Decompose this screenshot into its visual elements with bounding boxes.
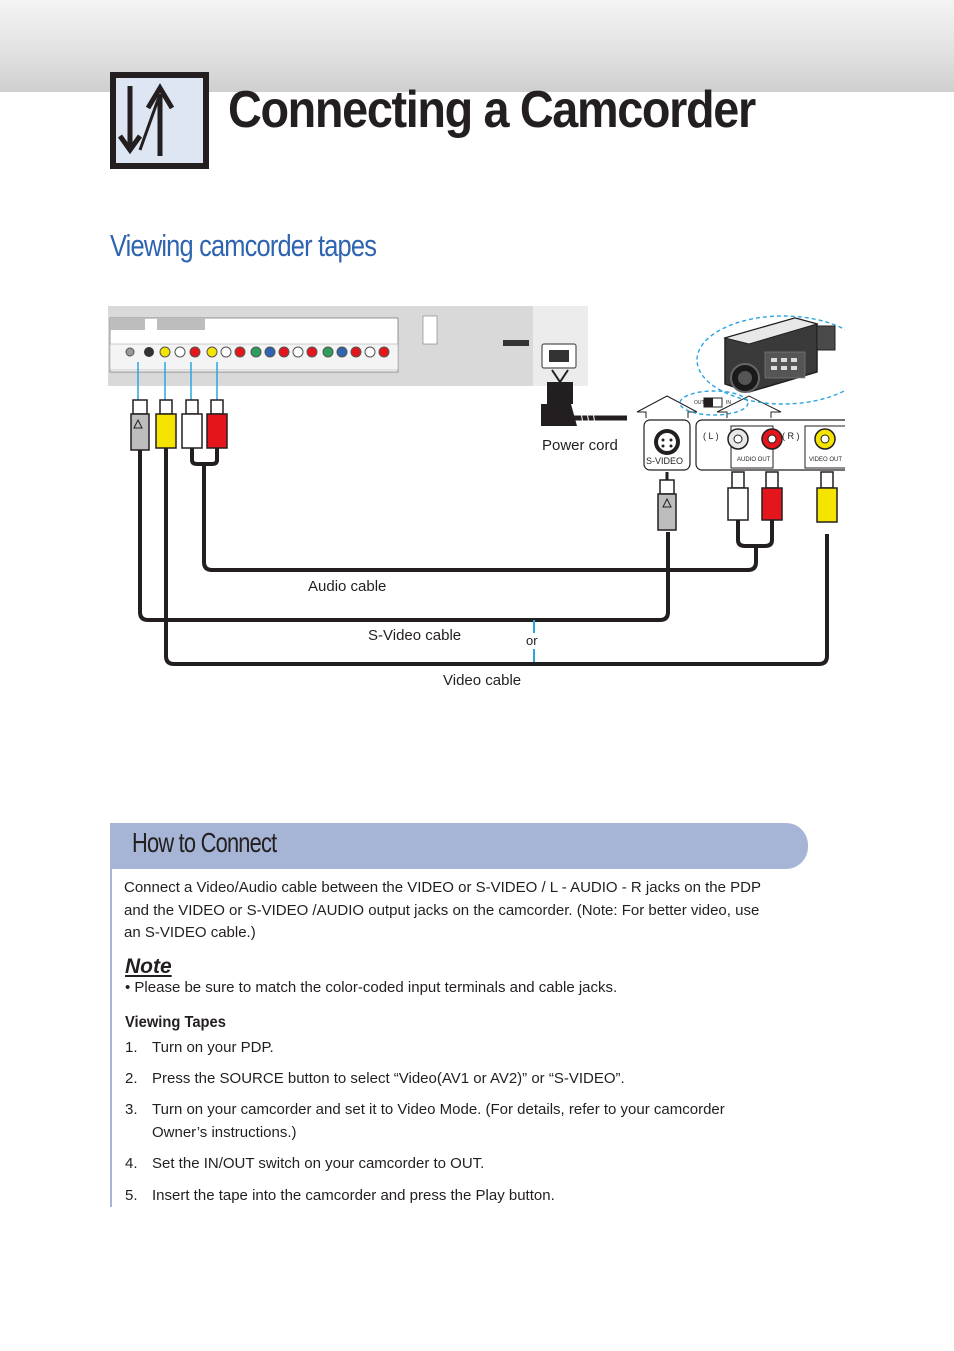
step-item: 3. Turn on your camcorder and set it to … (125, 1098, 775, 1144)
switch-in-label: IN (726, 400, 731, 406)
step-text: Insert the tape into the camcorder and p… (152, 1187, 555, 1204)
step-item: 1. Turn on your PDP. (125, 1036, 775, 1059)
connection-diagram-svg (108, 306, 870, 666)
note-title: Note (125, 955, 172, 978)
in-out-switch (703, 397, 723, 408)
cables (138, 448, 829, 666)
note-item: • Please be sure to match the color-code… (125, 979, 618, 996)
connection-diagram: Power cord Audio cable S-Video cable or … (105, 300, 870, 700)
page-title: Connecting a Camcorder (228, 81, 756, 139)
viewing-tapes-title: Viewing Tapes (125, 1014, 226, 1031)
tv-svideo-plug (130, 399, 150, 451)
camcorder-r-label: ( R ) (782, 431, 800, 441)
step-number: 4. (125, 1155, 138, 1172)
camcorder-audio-plug-red (761, 471, 783, 521)
step-item: 4. Set the IN/OUT switch on your camcord… (125, 1152, 775, 1175)
how-to-connect-title: How to Connect (132, 827, 277, 858)
step-text: Turn on your camcorder and set it to Vid… (152, 1101, 725, 1141)
video-cable-label: Video cable (443, 672, 522, 689)
camcorder-video-out-label: VIDEO OUT (809, 457, 843, 463)
audio-cable-label: Audio cable (308, 578, 387, 595)
camcorder-jack-panel (643, 419, 854, 471)
step-text: Press the SOURCE button to select “Video… (152, 1070, 625, 1087)
how-to-connect-header: How to Connect (110, 823, 808, 869)
or-label: or (526, 633, 538, 648)
how-to-connect-body: Connect a Video/Audio cable between the … (110, 869, 772, 1207)
camcorder-l-label: ( L ) (703, 431, 719, 441)
switch-out-label: OUT (694, 400, 705, 406)
step-number: 3. (125, 1101, 138, 1118)
connection-arrows-icon (110, 72, 209, 169)
tv-input-jacks (125, 346, 390, 358)
step-text: Turn on your PDP. (152, 1039, 274, 1056)
power-cord-plug (541, 369, 627, 426)
power-cord-label: Power cord (542, 437, 618, 454)
step-number: 5. (125, 1187, 138, 1204)
step-number: 2. (125, 1070, 138, 1087)
step-number: 1. (125, 1039, 138, 1056)
step-item: 5. Insert the tape into the camcorder an… (125, 1184, 775, 1207)
switch-callout-oval (679, 390, 749, 416)
step-text: Set the IN/OUT switch on your camcorder … (152, 1155, 485, 1172)
tv-video-plug-yellow (155, 399, 177, 449)
camcorder-svideo-plug (657, 472, 677, 531)
tv-audio-plug-white (181, 399, 203, 449)
svideo-cable-label: S-Video cable (368, 627, 462, 644)
camcorder-audio-plug-white (727, 471, 749, 521)
tv-audio-plug-red (206, 399, 228, 449)
camcorder-illustration (723, 317, 836, 393)
intro-paragraph: Connect a Video/Audio cable between the … (124, 879, 761, 941)
camcorder-audio-out-label: AUDIO OUT (737, 457, 771, 463)
step-item: 2. Press the SOURCE button to select “Vi… (125, 1067, 775, 1090)
camcorder-video-plug-yellow (816, 471, 838, 523)
section-title: Viewing camcorder tapes (110, 228, 377, 263)
camcorder-svideo-label: S-VIDEO (646, 456, 684, 466)
